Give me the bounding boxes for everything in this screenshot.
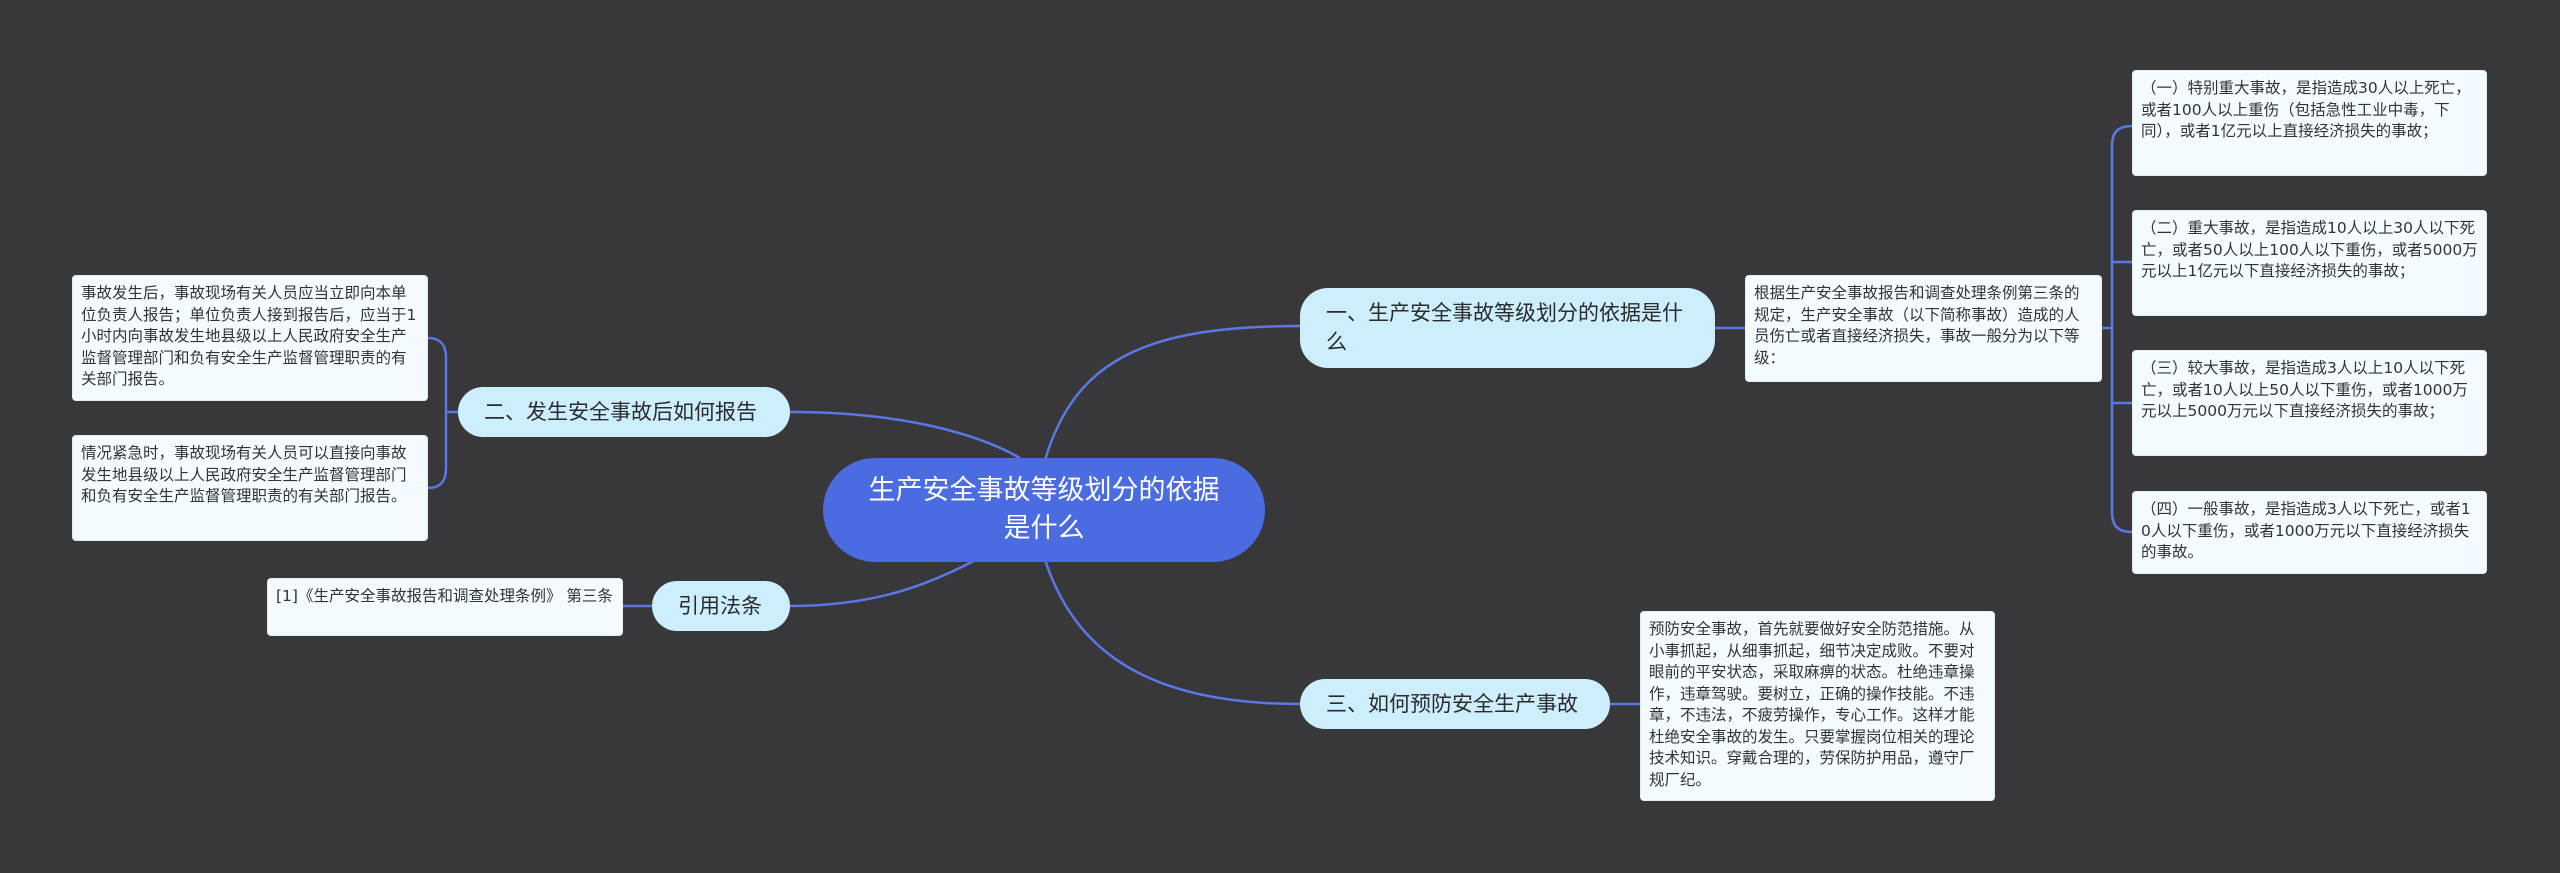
leaf-prevent-1-text: 预防安全事故，首先就要做好安全防范措施。从小事抓起，从细事抓起，细节决定成败。不… (1649, 620, 1975, 789)
leaf-report-1: 事故发生后，事故现场有关人员应当立即向本单位负责人报告；单位负责人接到报告后，应… (72, 275, 428, 401)
leaf-report-2: 情况紧急时，事故现场有关人员可以直接向事故发生地县级以上人民政府安全生产监督管理… (72, 435, 428, 541)
leaf-level-3: （三）较大事故，是指造成3人以上10人以下死亡，或者10人以上50人以下重伤，或… (2132, 350, 2487, 456)
link-root-law (789, 553, 986, 608)
leaf-level-3-text: （三）较大事故，是指造成3人以上10人以下死亡，或者10人以上50人以下重伤，或… (2141, 359, 2468, 420)
topic-grading-label: 一、生产安全事故等级划分的依据是什么 (1326, 301, 1683, 354)
leaf-report-1-text: 事故发生后，事故现场有关人员应当立即向本单位负责人报告；单位负责人接到报告后，应… (81, 284, 417, 388)
topic-prevent[interactable]: 三、如何预防安全生产事故 (1300, 679, 1610, 729)
link-root-prevent (1043, 559, 1301, 706)
topic-report-label: 二、发生安全事故后如何报告 (484, 399, 757, 424)
leaf-report-2-text: 情况紧急时，事故现场有关人员可以直接向事故发生地县级以上人民政府安全生产监督管理… (81, 444, 407, 505)
leaf-law-1-text: [1]《生产安全事故报告和调查处理条例》 第三条 (276, 587, 613, 605)
leaf-level-1: （一）特别重大事故，是指造成30人以上死亡，或者100人以上重伤（包括急性工业中… (2132, 70, 2487, 176)
leaf-level-1-text: （一）特别重大事故，是指造成30人以上死亡，或者100人以上重伤（包括急性工业中… (2141, 79, 2471, 140)
leaf-grading-intro-text: 根据生产安全事故报告和调查处理条例第三条的规定，生产安全事故（以下简称事故）造成… (1754, 284, 2080, 367)
link-report-bracket (427, 336, 448, 490)
leaf-level-2: （二）重大事故，是指造成10人以上30人以下死亡，或者50人以上100人以下重伤… (2132, 210, 2487, 316)
root-node[interactable]: 生产安全事故等级划分的依据是什么 (823, 458, 1265, 562)
link-level-bracket (2110, 124, 2133, 534)
topic-prevent-label: 三、如何预防安全生产事故 (1326, 691, 1578, 716)
leaf-prevent-1: 预防安全事故，首先就要做好安全防范措施。从小事抓起，从细事抓起，细节决定成败。不… (1640, 611, 1995, 801)
leaf-grading-intro: 根据生产安全事故报告和调查处理条例第三条的规定，生产安全事故（以下简称事故）造成… (1745, 275, 2102, 382)
leaf-law-1: [1]《生产安全事故报告和调查处理条例》 第三条 (267, 578, 623, 636)
topic-grading[interactable]: 一、生产安全事故等级划分的依据是什么 (1300, 288, 1715, 368)
leaf-level-2-text: （二）重大事故，是指造成10人以上30人以下死亡，或者50人以上100人以下重伤… (2141, 219, 2478, 280)
link-root-grading (1043, 324, 1301, 461)
root-label: 生产安全事故等级划分的依据是什么 (868, 475, 1220, 544)
topic-report[interactable]: 二、发生安全事故后如何报告 (458, 387, 790, 437)
leaf-level-4-text: （四）一般事故，是指造成3人以下死亡，或者10人以下重伤，或者1000万元以下直… (2141, 500, 2471, 561)
topic-law-label: 引用法条 (678, 593, 762, 618)
link-root-report (789, 410, 1021, 460)
topic-law[interactable]: 引用法条 (652, 581, 790, 631)
leaf-level-4: （四）一般事故，是指造成3人以下死亡，或者10人以下重伤，或者1000万元以下直… (2132, 491, 2487, 574)
